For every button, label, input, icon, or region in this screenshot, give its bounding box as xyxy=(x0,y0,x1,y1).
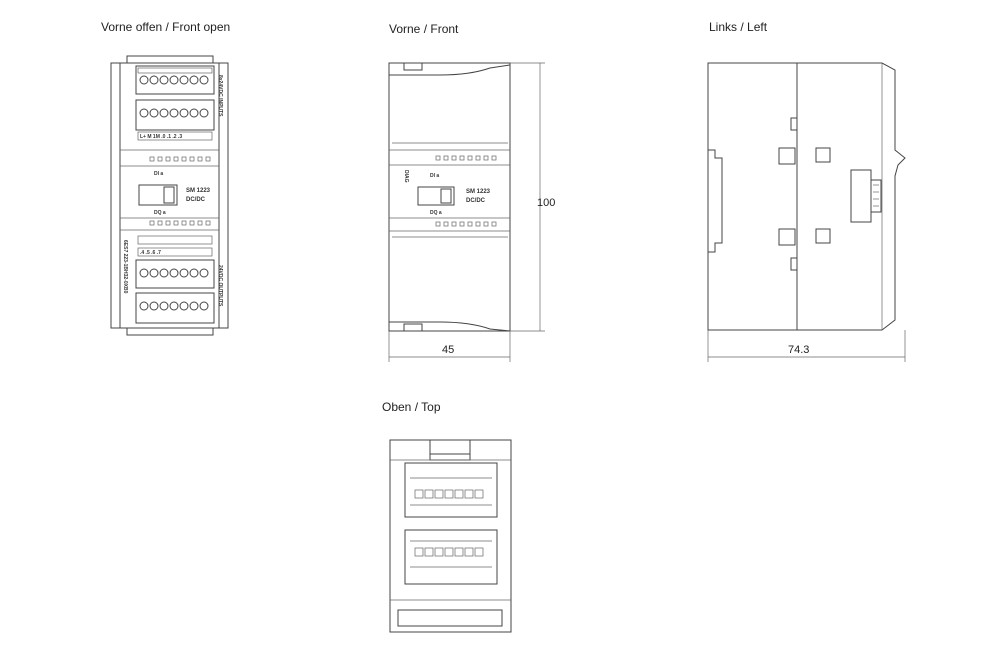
module-label-front: SM 1223 xyxy=(466,189,491,195)
terminal-screws-4 xyxy=(139,301,209,311)
module-type-front: DC/DC xyxy=(466,198,486,204)
terminal-screws-3 xyxy=(139,268,209,278)
part-number: 6ES7 223-1BH32-0XB0 xyxy=(122,240,128,294)
terminal-screws-2 xyxy=(139,108,209,118)
module-type-open: DC/DC xyxy=(186,197,206,203)
left-connector-upper xyxy=(778,147,796,165)
dq-label-open: DQ a xyxy=(154,210,166,216)
front-view: DIAG DI a SM 1223 DC/DC DQ a 100 45 xyxy=(388,62,555,362)
top-terminal-block-2 xyxy=(404,529,498,585)
dim-height-value: 100 xyxy=(537,197,555,209)
front-open-switch xyxy=(138,184,178,206)
front-housing xyxy=(388,62,511,332)
front-led-row-lower xyxy=(435,221,497,227)
left-housing xyxy=(707,62,906,331)
left-connector-lower xyxy=(778,228,796,246)
top-terminal-slots-2 xyxy=(414,547,484,557)
led-row-lower xyxy=(149,220,211,226)
svg-text:L+ M 1M .0 .1 .2 .3: L+ M 1M .0 .1 .2 .3 xyxy=(140,134,182,140)
led-row-upper xyxy=(149,156,211,162)
upper-terminal-block-1 xyxy=(135,65,215,95)
di-label-open: DI a xyxy=(154,171,163,177)
upper-terminal-block-2 xyxy=(135,99,215,131)
dim-width-value: 45 xyxy=(442,344,454,356)
view-title-front: Vorne / Front xyxy=(389,22,459,36)
top-terminal-slots-1 xyxy=(414,489,484,499)
terminal-screws-1 xyxy=(139,75,209,85)
bottom-side-text: 24VDC OUTPUTS xyxy=(217,265,223,307)
top-side-text: 8x24VDC INPUTS xyxy=(217,75,223,117)
bus-connector xyxy=(850,169,872,223)
dq-label-front: DQ a xyxy=(430,210,442,216)
top-housing xyxy=(389,439,512,633)
front-switch xyxy=(417,186,455,206)
lower-terminal-block-2 xyxy=(135,292,215,324)
diag-label: DIAG xyxy=(403,170,409,183)
view-title-front-open: Vorne offen / Front open xyxy=(101,20,231,34)
svg-text:.4 .5 .6 .7: .4 .5 .6 .7 xyxy=(140,250,161,256)
dim-depth-value: 74.3 xyxy=(788,344,809,356)
front-open-view: L+ M 1M .0 .1 .2 .3 8x24VDC INPUTS DI a … xyxy=(110,55,229,336)
di-label-front: DI a xyxy=(430,173,439,179)
view-title-left: Links / Left xyxy=(709,20,768,34)
top-view xyxy=(389,439,512,633)
view-title-top: Oben / Top xyxy=(382,400,441,414)
lower-terminal-block-1 xyxy=(135,259,215,289)
module-label-open: SM 1223 xyxy=(186,188,211,194)
top-terminal-block-1 xyxy=(404,462,498,518)
front-led-row-upper xyxy=(435,155,497,161)
left-view: 74.3 xyxy=(707,62,906,362)
